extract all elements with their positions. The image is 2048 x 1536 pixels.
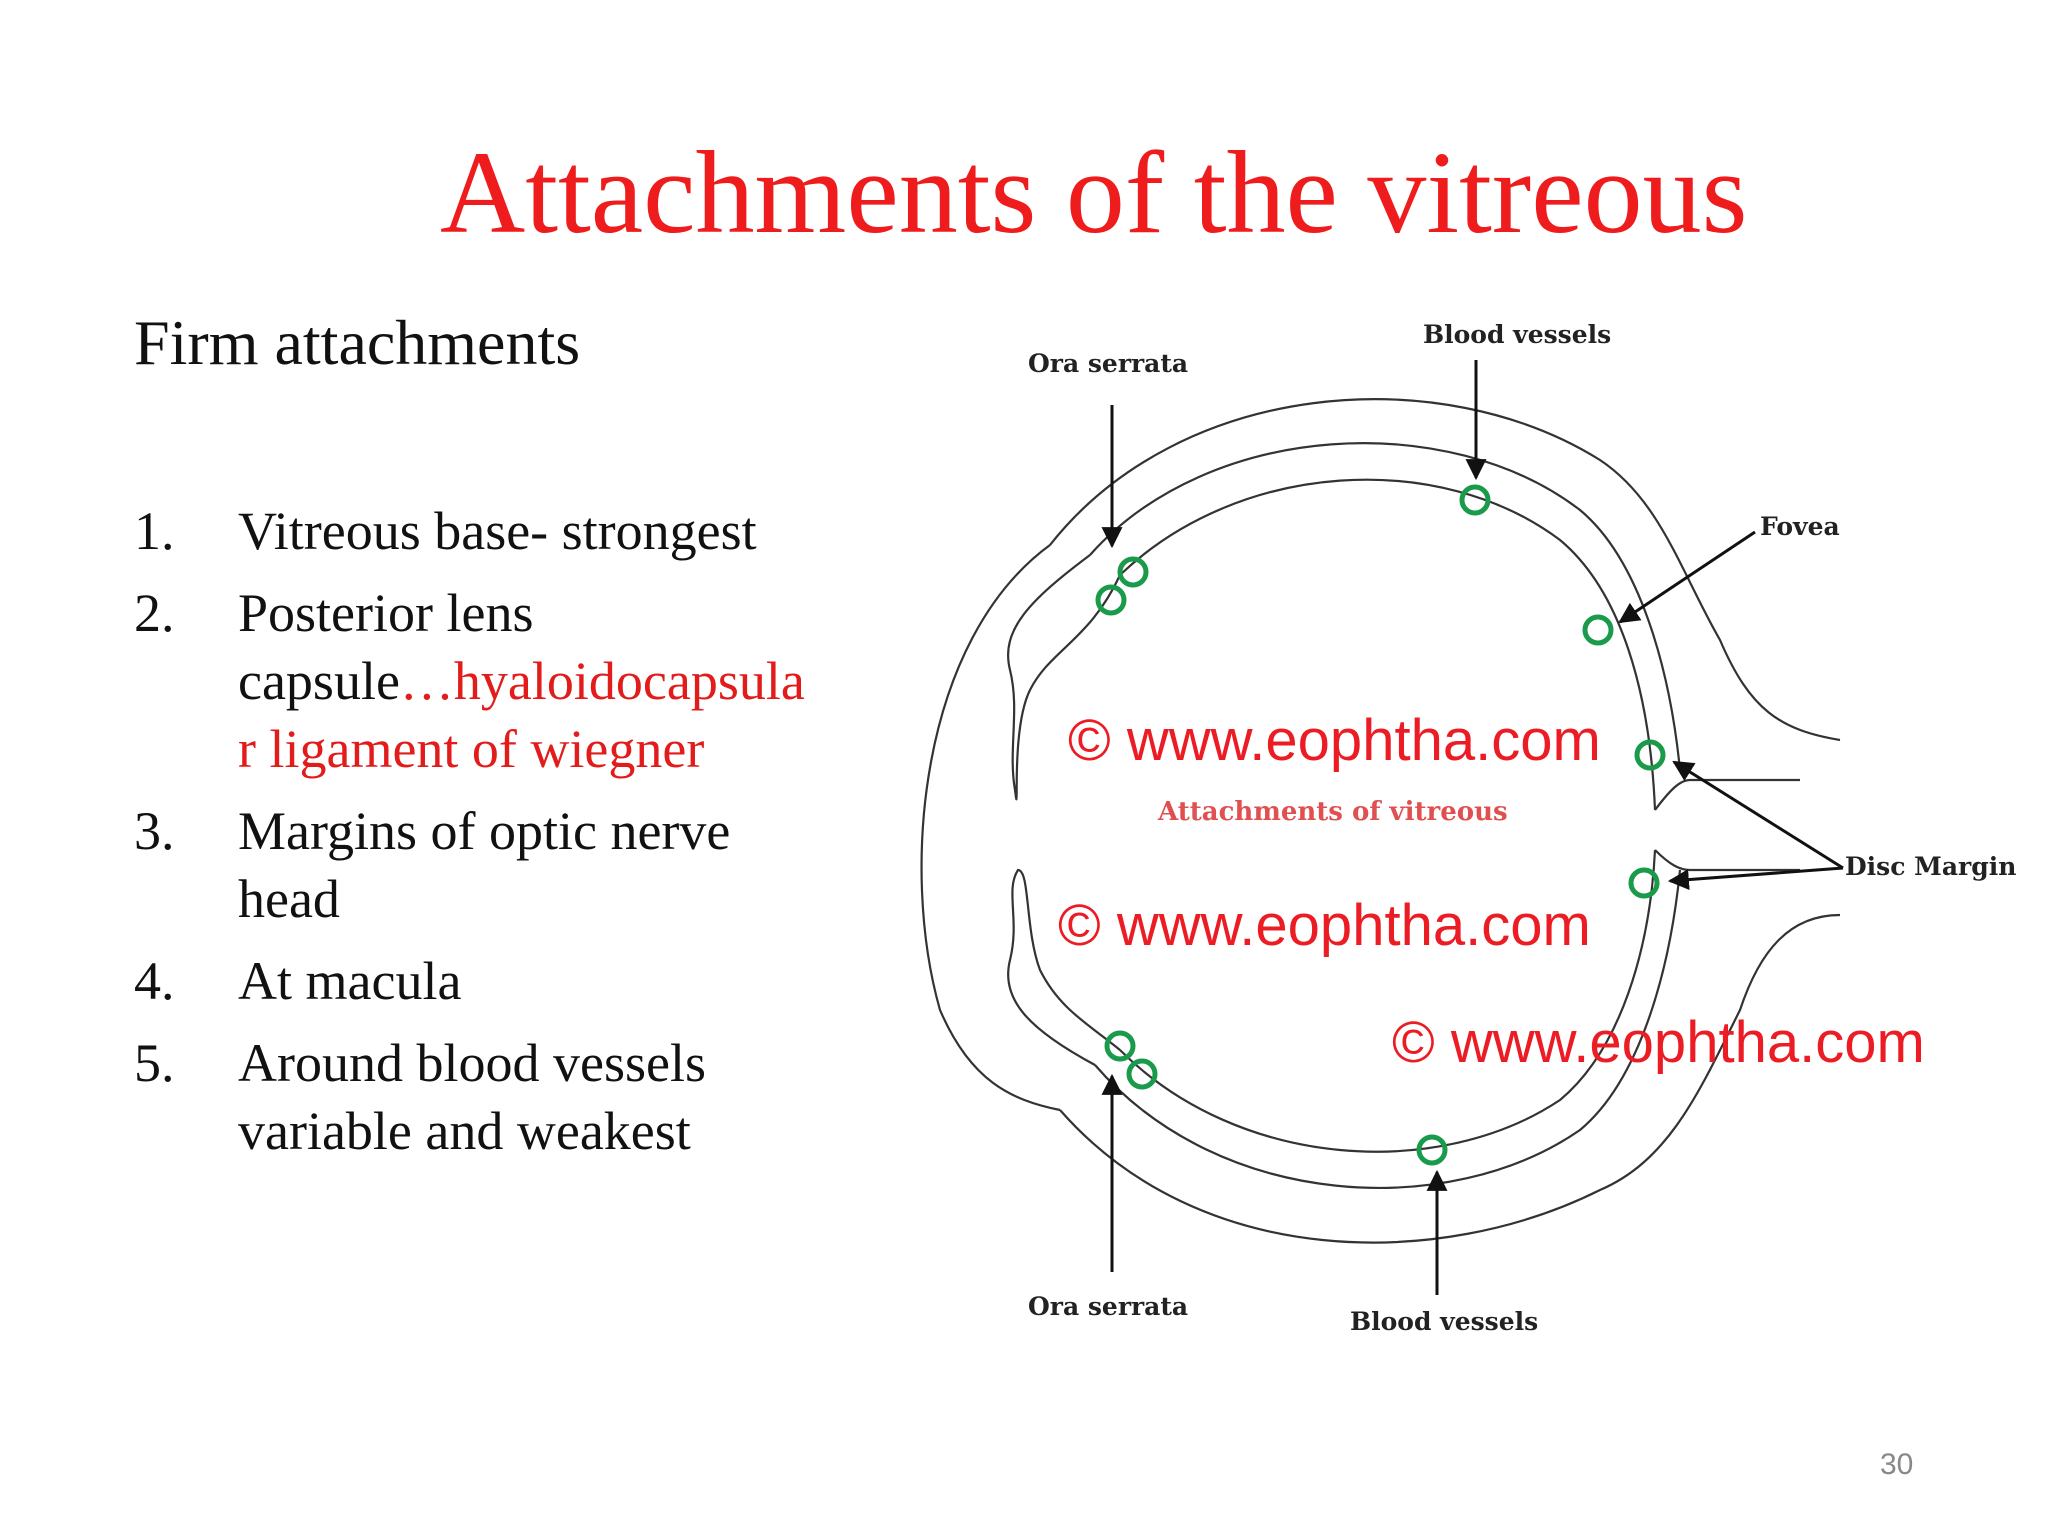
ora-serrata-top-label: Ora serrata	[1028, 349, 1188, 378]
blood-vessels-bottom-label: Blood vessels	[1350, 1307, 1538, 1336]
pointer-arrows	[1101, 360, 1844, 1295]
list-number: 1.	[134, 501, 175, 561]
list-number: 5.	[134, 1033, 175, 1093]
attachment-points	[1095, 484, 1666, 1166]
slide-title: Attachments of the vitreous	[440, 127, 1748, 258]
page-number: 30	[1880, 1448, 1914, 1481]
attachment-circle	[1628, 867, 1660, 899]
eye-diagram: Ora serrata Blood vessels Fovea Disc Mar…	[920, 320, 2016, 1336]
list-text-line: capsule…hyaloidocapsula	[238, 647, 854, 715]
attachment-circle	[1634, 739, 1666, 771]
diagram-caption: Attachments of vitreous	[1157, 797, 1508, 827]
list-text: At macula	[238, 951, 462, 1011]
attachment-circle	[1416, 1134, 1448, 1166]
list-item: 3. Margins of optic nerve head	[134, 797, 854, 933]
list-text: head	[238, 869, 340, 929]
attachment-circle	[1104, 1030, 1136, 1062]
ora-serrata-bottom-label: Ora serrata	[1028, 1292, 1188, 1321]
section-heading: Firm attachments	[134, 307, 581, 378]
watermark-text: © www.eophtha.com	[1058, 893, 1591, 958]
list-text: variable and weakest	[238, 1101, 691, 1161]
arrow	[1618, 530, 1756, 624]
list-item: 1. Vitreous base- strongest	[134, 497, 854, 565]
highlight-text: r ligament of wiegner	[238, 719, 705, 779]
list-text: Margins of optic nerve	[238, 801, 731, 861]
highlight-text: …hyaloidocapsula	[399, 651, 805, 711]
eye-outline	[920, 398, 1841, 1244]
attachment-circle	[1095, 584, 1127, 616]
disc-margin-label: Disc Margin	[1845, 852, 2016, 881]
attachment-circle	[1459, 484, 1491, 516]
attachment-circle	[1126, 1058, 1158, 1090]
list-number: 3.	[134, 801, 175, 861]
list-text: Posterior lens	[238, 583, 534, 643]
list-text: Vitreous base- strongest	[238, 501, 757, 561]
list-text: Around blood vessels	[238, 1033, 706, 1093]
list-item: 4. At macula	[134, 947, 854, 1015]
blood-vessels-top-label: Blood vessels	[1423, 320, 1611, 349]
watermark-text: © www.eophtha.com	[1392, 1010, 1925, 1075]
attachment-circle	[1117, 556, 1149, 588]
attachment-circle	[1582, 614, 1614, 646]
arrow	[1667, 866, 1844, 891]
list-number: 4.	[134, 951, 175, 1011]
attachment-list: 1. Vitreous base- strongest 2. Posterior…	[134, 497, 854, 1179]
list-item: 2. Posterior lens capsule…hyaloidocapsul…	[134, 579, 854, 783]
fovea-label: Fovea	[1760, 512, 1840, 541]
list-text: capsule	[238, 651, 400, 711]
arrow	[1672, 760, 1844, 870]
list-item: 5. Around blood vessels variable and wea…	[134, 1029, 854, 1165]
list-number: 2.	[134, 583, 175, 643]
watermark-text: © www.eophtha.com	[1068, 708, 1601, 773]
